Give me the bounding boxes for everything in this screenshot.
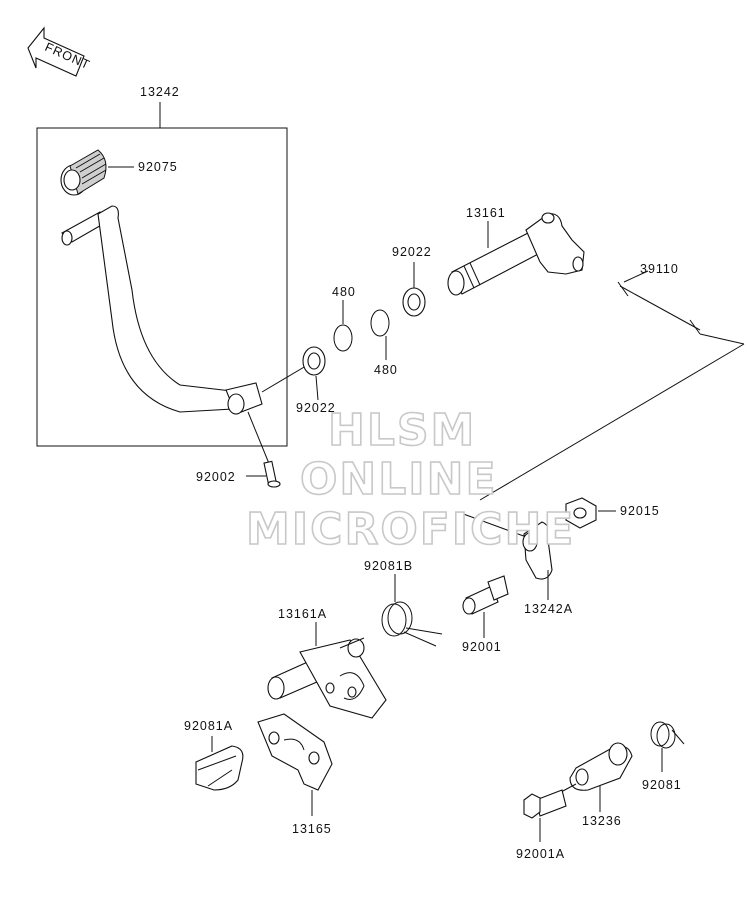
label-13242[interactable]: 13242 [140, 85, 180, 99]
shift-pedal-part [61, 205, 263, 415]
stopper-92081A-part [195, 736, 244, 791]
front-arrow-icon: FRONT [27, 26, 92, 77]
bolt-92002-part [246, 411, 281, 488]
washer-92022-left-part [302, 346, 326, 401]
label-13161A[interactable]: 13161A [278, 607, 327, 621]
label-13165[interactable]: 13165 [292, 822, 332, 836]
circlip-480-left-part [333, 300, 353, 352]
label-13236[interactable]: 13236 [582, 814, 622, 828]
watermark-line-1: HLSM [328, 405, 476, 456]
shift-arm-13242A-part [522, 521, 553, 600]
shift-shaft-13161-part [447, 212, 585, 296]
shift-shaft-13161A-part [267, 622, 387, 719]
spring-92081-part [650, 721, 685, 772]
pedal-rubber-part [60, 149, 134, 196]
spring-92081B-part [381, 574, 443, 647]
label-92001A[interactable]: 92001A [516, 847, 565, 861]
label-13242A[interactable]: 13242A [524, 602, 573, 616]
label-39110[interactable]: 39110 [640, 262, 679, 276]
label-92081B[interactable]: 92081B [364, 559, 413, 573]
bolt-92001-part [462, 575, 509, 638]
watermark-line-2: ONLINE [300, 454, 498, 505]
washer-92022-right-part [402, 262, 426, 317]
plate-13165-part [257, 713, 333, 816]
label-13161[interactable]: 13161 [466, 206, 506, 220]
label-92075[interactable]: 92075 [138, 160, 178, 174]
label-92022-left[interactable]: 92022 [296, 401, 336, 415]
watermark-line-3: MICROFICHE [246, 504, 575, 555]
circlip-480-right-part [370, 309, 390, 360]
pin-39110-part [457, 270, 745, 543]
bolt-92001A-part [523, 789, 567, 842]
label-480-left[interactable]: 480 [332, 285, 356, 299]
lever-13236-part [545, 742, 633, 812]
assembly-13242-box [36, 102, 288, 447]
label-480-right[interactable]: 480 [374, 363, 398, 377]
label-92081[interactable]: 92081 [642, 778, 682, 792]
label-92022-right[interactable]: 92022 [392, 245, 432, 259]
label-92002[interactable]: 92002 [196, 470, 236, 484]
label-92081A[interactable]: 92081A [184, 719, 233, 733]
label-92001[interactable]: 92001 [462, 640, 502, 654]
watermark: HLSM ONLINE MICROFICHE [245, 404, 575, 556]
label-92015[interactable]: 92015 [620, 504, 660, 518]
nut-92015-part [565, 497, 616, 529]
